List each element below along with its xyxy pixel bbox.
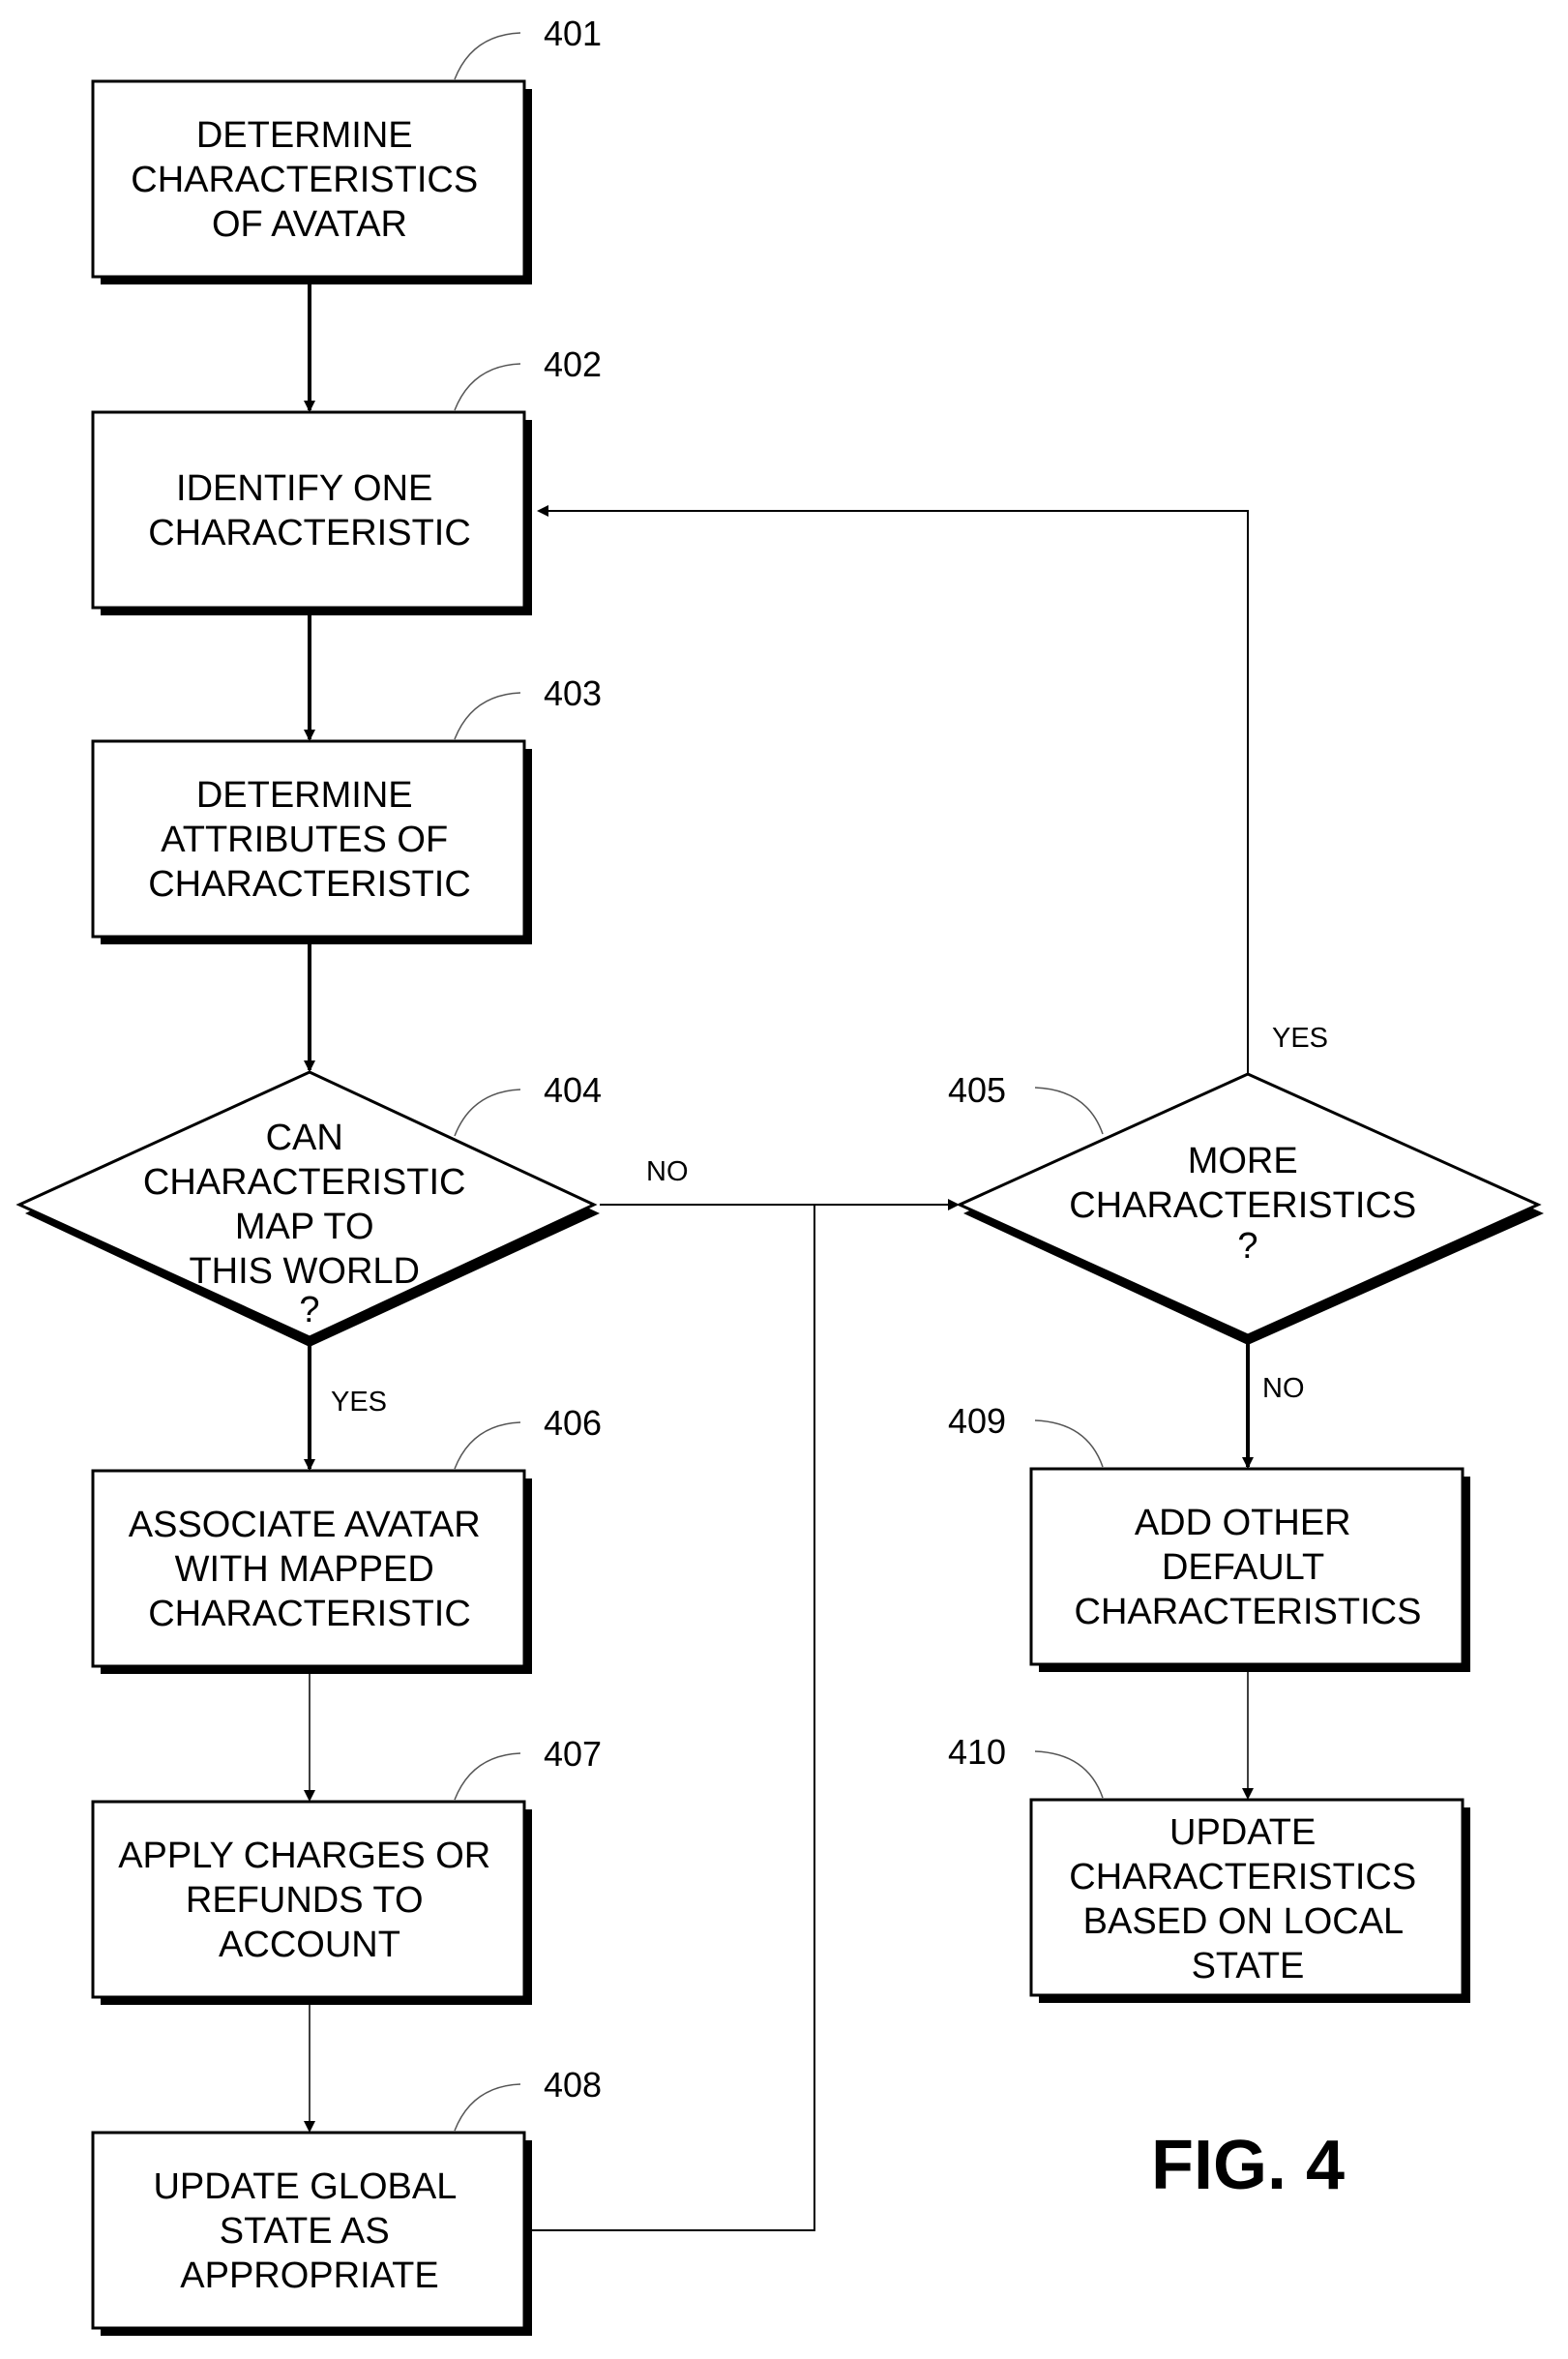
diamond-label-line: CHARACTERISTICS — [1069, 1185, 1416, 1226]
box-label-line: IDENTIFY ONE — [176, 468, 432, 509]
box-label-line: DETERMINE — [196, 115, 413, 156]
box-label-line: CHARACTERISTICS — [1069, 1857, 1416, 1897]
box-label-line: ADD OTHER — [1135, 1503, 1351, 1543]
edge-label-404-no: NO — [646, 1156, 689, 1187]
process-box-401: DETERMINE CHARACTERISTICS OF AVATAR — [93, 81, 532, 284]
box-frame — [93, 412, 524, 608]
box-label-line: APPLY CHARGES OR — [118, 1836, 490, 1876]
ref-number-410: 410 — [948, 1732, 1006, 1772]
box-label-line: ASSOCIATE AVATAR — [129, 1505, 481, 1545]
ref-number-404: 404 — [544, 1070, 602, 1110]
decision-diamond-405: MORE CHARACTERISTICS ? — [960, 1074, 1544, 1345]
leader-409 — [1035, 1420, 1103, 1467]
ref-number-403: 403 — [544, 673, 602, 713]
leader-408 — [455, 2084, 520, 2131]
box-label-line: BASED ON LOCAL — [1083, 1901, 1403, 1942]
ref-number-405: 405 — [948, 1070, 1006, 1110]
ref-number-409: 409 — [948, 1401, 1006, 1441]
box-label-line: UPDATE — [1169, 1812, 1316, 1853]
process-box-406: ASSOCIATE AVATAR WITH MAPPED CHARACTERIS… — [93, 1471, 532, 1674]
leader-403 — [455, 693, 520, 739]
leader-404 — [455, 1090, 520, 1136]
box-label: DETERMINE ATTRIBUTES OF CHARACTERISTIC — [148, 775, 471, 905]
edge-label-405-no: NO — [1262, 1373, 1305, 1404]
process-box-409: ADD OTHER DEFAULT CHARACTERISTICS — [1031, 1469, 1470, 1672]
diamond-label-line: ? — [1237, 1226, 1257, 1267]
ref-number-408: 408 — [544, 2065, 602, 2105]
process-box-410: UPDATE CHARACTERISTICS BASED ON LOCAL ST… — [1031, 1800, 1470, 2003]
leader-407 — [455, 1753, 520, 1800]
diamond-label-line: CHARACTERISTIC — [143, 1162, 466, 1203]
box-label-line: CHARACTERISTIC — [148, 513, 471, 553]
ref-number-406: 406 — [544, 1403, 602, 1443]
leader-405 — [1035, 1088, 1103, 1134]
ref-number-407: 407 — [544, 1734, 602, 1774]
box-label-line: DETERMINE — [196, 775, 413, 816]
box-label-line: OF AVATAR — [212, 204, 407, 245]
box-label-line: CHARACTERISTIC — [148, 864, 471, 905]
process-box-403: DETERMINE ATTRIBUTES OF CHARACTERISTIC — [93, 741, 532, 944]
box-label-line: REFUNDS TO — [186, 1880, 424, 1921]
process-box-408: UPDATE GLOBAL STATE AS APPROPRIATE — [93, 2133, 532, 2336]
diamond-label-line: MORE — [1188, 1141, 1298, 1181]
ref-number-402: 402 — [544, 344, 602, 384]
edge-label-405-yes: YES — [1272, 1023, 1328, 1054]
diamond-label-line: MAP TO — [235, 1207, 374, 1247]
box-label: ASSOCIATE AVATAR WITH MAPPED CHARACTERIS… — [129, 1505, 490, 1634]
decision-diamond-404: CAN CHARACTERISTIC MAP TO THIS WORLD ? — [19, 1072, 600, 1347]
box-label-line: ATTRIBUTES OF — [161, 820, 448, 860]
box-label-line: CHARACTERISTICS — [131, 160, 478, 200]
process-box-402: IDENTIFY ONE CHARACTERISTIC — [93, 412, 532, 615]
leader-402 — [455, 364, 520, 410]
box-label-line: STATE — [1192, 1946, 1305, 1986]
edge-405-402-yes — [539, 511, 1248, 1074]
leader-401 — [455, 33, 520, 79]
box-label-line: CHARACTERISTIC — [148, 1594, 471, 1634]
box-label-line: UPDATE GLOBAL — [153, 2166, 456, 2207]
diamond-label-line: CAN — [266, 1118, 343, 1158]
ref-number-401: 401 — [544, 14, 602, 53]
figure-label: FIG. 4 — [1151, 2127, 1345, 2204]
diamond-label-line: ? — [299, 1290, 319, 1330]
process-box-407: APPLY CHARGES OR REFUNDS TO ACCOUNT — [93, 1802, 532, 2005]
box-label-line: CHARACTERISTICS — [1075, 1592, 1422, 1632]
edge-label-404-yes: YES — [331, 1387, 387, 1418]
box-label-line: APPROPRIATE — [180, 2255, 438, 2296]
box-label-line: WITH MAPPED — [175, 1549, 434, 1590]
leader-410 — [1035, 1751, 1103, 1798]
leader-406 — [455, 1422, 520, 1469]
box-label-line: DEFAULT — [1162, 1547, 1324, 1588]
box-label-line: ACCOUNT — [219, 1925, 400, 1965]
box-label-line: STATE AS — [220, 2211, 390, 2252]
diamond-label-line: THIS WORLD — [189, 1251, 420, 1292]
